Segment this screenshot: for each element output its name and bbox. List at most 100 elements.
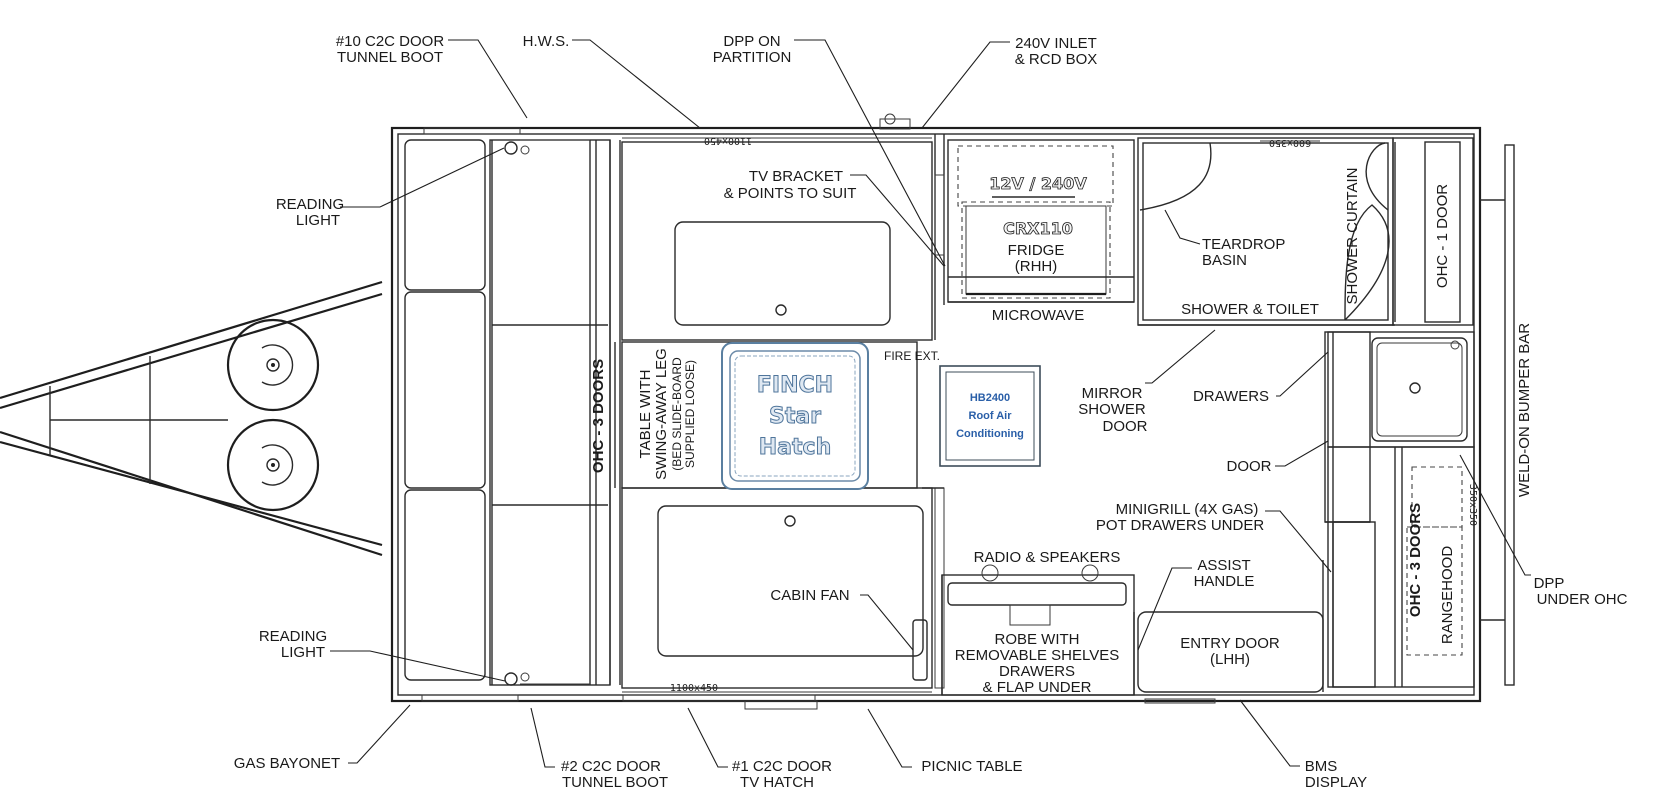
label-minigrill: MINIGRILL (4X GAS) POT DRAWERS UNDER [1096,501,1265,534]
svg-text:TEARDROP: TEARDROP [1202,236,1285,253]
label-reading-light-bottom: READING LIGHT [259,628,327,661]
svg-text:TV HATCH: TV HATCH [740,774,814,791]
label-rangehood: RANGEHOOD [1439,546,1456,645]
svg-text:& POINTS TO SUIT: & POINTS TO SUIT [724,185,857,202]
label-radio-speakers: RADIO & SPEAKERS [974,549,1121,566]
van-body-outline [390,113,1482,710]
dimension-top-lounge: 1100x450 [704,135,752,146]
weld-on-bumper-bar [1480,144,1515,686]
label-dpp-under-ohc: DPP UNDER OHC [1534,575,1628,608]
svg-text:MIRROR: MIRROR [1082,385,1143,402]
label-robe: ROBE WITH REMOVABLE SHELVES DRAWERS & FL… [955,631,1120,696]
svg-text:& RCD BOX: & RCD BOX [1015,51,1098,68]
svg-text:#2 C2C DOOR: #2 C2C DOOR [561,758,661,775]
svg-text:POT DRAWERS UNDER: POT DRAWERS UNDER [1096,517,1265,534]
dimension-bottom-lounge: 1100x450 [670,683,718,694]
svg-text:PARTITION: PARTITION [713,49,792,66]
partition-wall [922,134,945,689]
svg-text:(RHH): (RHH) [1015,258,1058,275]
label-reading-light-top: READING LIGHT [276,196,344,229]
label-tv-bracket: TV BRACKET & POINTS TO SUIT [724,168,857,202]
roof-air-conditioner [939,365,1041,467]
svg-text:TUNNEL BOOT: TUNNEL BOOT [562,774,668,791]
label-240v-inlet: 240V INLET & RCD BOX [1015,35,1098,68]
svg-text:DISPLAY: DISPLAY [1305,774,1367,791]
label-drawers: DRAWERS [1193,388,1269,405]
label-entry-door: ENTRY DOOR (LHH) [1180,635,1280,668]
label-ohc-3-doors-right: OHC - 3 DOORS [1407,503,1424,617]
svg-text:#1 C2C DOOR: #1 C2C DOOR [732,758,832,775]
svg-text:TABLE WITH: TABLE WITH [637,370,654,459]
svg-text:UNDER OHC: UNDER OHC [1537,591,1628,608]
svg-text:TV BRACKET: TV BRACKET [749,168,843,185]
dimension-right: 350x350 [1467,484,1478,526]
svg-text:TUNNEL BOOT: TUNNEL BOOT [337,49,443,66]
svg-text:HB2400: HB2400 [970,392,1010,404]
jockey-wheel-bottom [226,418,320,512]
svg-text:Star: Star [769,404,821,429]
label-mirror-door: MIRROR SHOWER DOOR [1078,385,1147,435]
label-ohc-3-doors-left: OHC - 3 DOORS [590,359,607,473]
label-gas-bayonet: GAS BAYONET [234,755,340,772]
svg-text:DOOR: DOOR [1103,418,1148,435]
svg-text:Roof Air: Roof Air [969,410,1013,422]
label-assist-handle: ASSIST HANDLE [1194,557,1255,590]
svg-text:HANDLE: HANDLE [1194,573,1255,590]
svg-text:SUPPLIED LOOSE): SUPPLIED LOOSE) [683,360,697,468]
svg-text:DPP ON: DPP ON [723,33,780,50]
svg-text:MINIGRILL (4X GAS): MINIGRILL (4X GAS) [1116,501,1259,518]
kitchen-sink-unit [1327,331,1475,688]
label-table: TABLE WITH SWING-AWAY LEG (BED SLIDE-BOA… [637,348,697,480]
svg-text:(BED SLIDE-BOARD: (BED SLIDE-BOARD [670,357,684,471]
jockey-wheel-top [226,318,320,412]
svg-text:(LHH): (LHH) [1210,651,1250,668]
svg-text:Hatch: Hatch [759,435,831,460]
label-door: DOOR [1227,458,1272,475]
svg-text:240V INLET: 240V INLET [1015,35,1097,52]
label-teardrop-basin: TEARDROP BASIN [1202,236,1285,269]
svg-text:ROBE WITH: ROBE WITH [995,631,1080,648]
label-c2c-door-2: #2 C2C DOOR TUNNEL BOOT [561,758,668,791]
label-fridge-model: CRX110 [1003,219,1073,238]
svg-text:& FLAP UNDER: & FLAP UNDER [983,679,1092,696]
svg-text:FINCH: FINCH [757,373,833,398]
label-picnic-table: PICNIC TABLE [921,758,1022,775]
reading-light-bottom [504,672,530,686]
microwave-shelf [948,276,1134,303]
svg-text:ENTRY DOOR: ENTRY DOOR [1180,635,1280,652]
reading-light-top [504,141,530,155]
label-aircon: HB2400 Roof Air Conditioning [956,392,1024,440]
drawers-unit [1324,331,1376,688]
label-c2c-door-10: #10 C2C DOOR TUNNEL BOOT [336,33,445,66]
label-weld-on-bumper: WELD-ON BUMPER BAR [1516,323,1533,497]
label-fire-ext: FIRE EXT. [884,349,940,363]
label-shower-curtain: SHOWER CURTAIN [1344,168,1361,305]
svg-text:SHOWER: SHOWER [1078,401,1146,418]
svg-text:BMS: BMS [1305,758,1338,775]
fridge-unit [947,139,1135,303]
label-bms-display: BMS DISPLAY [1305,758,1367,791]
leader-lines [330,39,1531,768]
front-lounge [404,139,621,686]
svg-text:REMOVABLE SHELVES: REMOVABLE SHELVES [955,647,1120,664]
finch-star-hatch [721,342,869,490]
svg-text:#10 C2C DOOR: #10 C2C DOOR [336,33,445,50]
svg-text:DRAWERS: DRAWERS [999,663,1075,680]
label-microwave: MICROWAVE [992,307,1085,324]
label-c2c-door-1: #1 C2C DOOR TV HATCH [732,758,832,791]
svg-text:SWING-AWAY LEG: SWING-AWAY LEG [653,348,670,480]
svg-text:LIGHT: LIGHT [281,644,325,661]
svg-text:Conditioning: Conditioning [956,428,1024,440]
label-fridge: FRIDGE (RHH) [1008,242,1065,275]
cabin-fan [912,619,928,681]
svg-text:ASSIST: ASSIST [1197,557,1250,574]
svg-text:FRIDGE: FRIDGE [1008,242,1065,259]
ohc-rear-1-door [1392,137,1474,326]
label-hws: H.W.S. [523,33,570,50]
label-fridge-voltage: 12V / 240V [989,174,1087,193]
svg-text:READING: READING [276,196,344,213]
label-dpp-partition: DPP ON PARTITION [713,33,792,66]
label-ohc-1-door: OHC - 1 DOOR [1434,184,1451,288]
label-shower-toilet: SHOWER & TOILET [1181,301,1319,318]
